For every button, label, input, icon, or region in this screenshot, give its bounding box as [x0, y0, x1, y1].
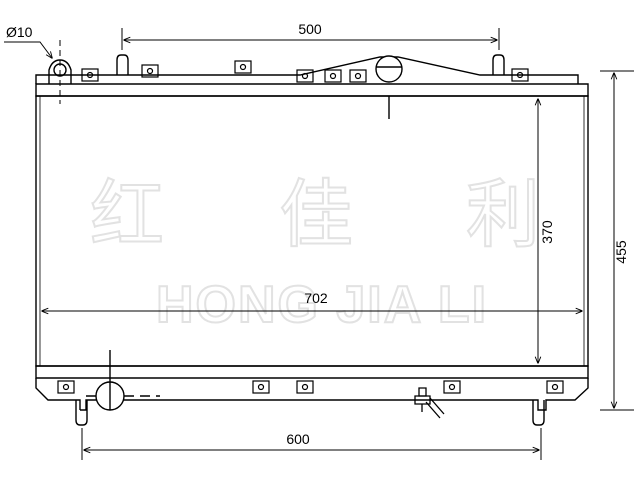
drain-plug [414, 387, 445, 419]
watermark-latin: HONG JIA LI [156, 276, 488, 334]
watermark-char-1: 红 [90, 172, 164, 258]
watermark-char-2: 佳 [279, 172, 353, 258]
top-tank [35, 54, 589, 97]
bottom-mounting-tabs [57, 380, 564, 394]
watermark-char-3: 利 [466, 172, 540, 258]
dim-core-width-text: 702 [304, 290, 328, 306]
dim-core-height: 370 [538, 99, 555, 363]
dim-core-height-text: 370 [539, 220, 555, 244]
top-mounting-tabs [81, 60, 529, 83]
dim-inlet-diameter-text: Ø10 [6, 24, 33, 40]
watermark: 红 佳 利 HONG JIA LI [89, 171, 541, 335]
dim-overall-height: 455 [600, 70, 634, 411]
dim-top-span-text: 500 [298, 21, 322, 37]
top-filler-cap [375, 55, 403, 119]
dim-top-span: 500 [121, 21, 500, 50]
bottom-tank [35, 365, 589, 426]
dim-inlet-diameter: Ø10 [4, 24, 61, 104]
bottom-outlet-pipe [86, 350, 160, 411]
dim-bottom-span-text: 600 [286, 431, 310, 447]
dim-core-width: 702 [42, 290, 582, 311]
dim-overall-height-text: 455 [613, 240, 629, 264]
dim-bottom-span: 600 [81, 428, 542, 460]
